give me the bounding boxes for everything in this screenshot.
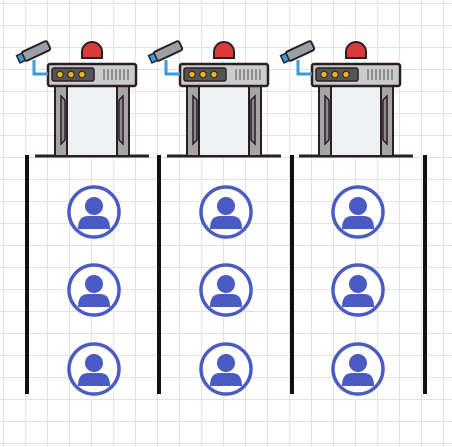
- gate-pillar-detail: [192, 94, 198, 146]
- gate-panel: [198, 85, 250, 157]
- person-head: [85, 275, 103, 293]
- person-head: [217, 275, 235, 293]
- gate-light: [56, 70, 64, 79]
- gate-light: [67, 70, 75, 79]
- person-icon: [199, 263, 253, 317]
- person-body: [342, 373, 374, 386]
- security-camera-icon: [15, 40, 52, 76]
- camera-arm: [296, 60, 312, 76]
- person-icon: [67, 342, 121, 396]
- gate-pillar-detail: [250, 94, 256, 146]
- gate-light: [331, 70, 339, 79]
- camera-lens: [279, 52, 291, 64]
- alarm-light-icon: [345, 41, 367, 59]
- gate-pillar-detail: [382, 94, 388, 146]
- person-icon: [67, 185, 121, 239]
- gate-pillar-detail: [60, 94, 66, 146]
- camera-arm: [164, 60, 180, 76]
- security-gate-icon: [147, 40, 281, 158]
- person-icon: [67, 263, 121, 317]
- camera-body: [20, 40, 52, 62]
- gate-panel: [66, 85, 118, 157]
- person-head: [85, 197, 103, 215]
- person-head: [217, 197, 235, 215]
- person-head: [85, 354, 103, 372]
- person-body: [78, 373, 110, 386]
- person-icon: [331, 263, 385, 317]
- security-camera-icon: [279, 40, 316, 76]
- gate-pillar-detail: [324, 94, 330, 146]
- gate-light: [188, 70, 196, 79]
- security-gate-icon: [15, 40, 149, 158]
- person-body: [78, 294, 110, 307]
- person-body: [342, 216, 374, 229]
- person-body: [78, 216, 110, 229]
- gate-light: [320, 70, 328, 79]
- security-gate-icon: [279, 40, 413, 158]
- person-icon: [331, 185, 385, 239]
- gate-panel: [330, 85, 382, 157]
- person-body: [210, 216, 242, 229]
- person-icon: [199, 342, 253, 396]
- person-icon: [199, 185, 253, 239]
- camera-body: [284, 40, 316, 62]
- alarm-light-icon: [213, 41, 235, 59]
- gate-light: [210, 70, 218, 79]
- person-head: [349, 354, 367, 372]
- person-head: [217, 354, 235, 372]
- person-body: [210, 294, 242, 307]
- person-body: [342, 294, 374, 307]
- person-body: [210, 373, 242, 386]
- gate-light: [199, 70, 207, 79]
- person-head: [349, 197, 367, 215]
- camera-lens: [15, 52, 27, 64]
- camera-lens: [147, 52, 159, 64]
- camera-arm: [32, 60, 48, 76]
- person-icon: [331, 342, 385, 396]
- alarm-light-icon: [81, 41, 103, 59]
- gate-light: [78, 70, 86, 79]
- camera-body: [152, 40, 184, 62]
- gate-pillar-detail: [118, 94, 124, 146]
- person-head: [349, 275, 367, 293]
- security-camera-icon: [147, 40, 184, 76]
- gate-light: [342, 70, 350, 79]
